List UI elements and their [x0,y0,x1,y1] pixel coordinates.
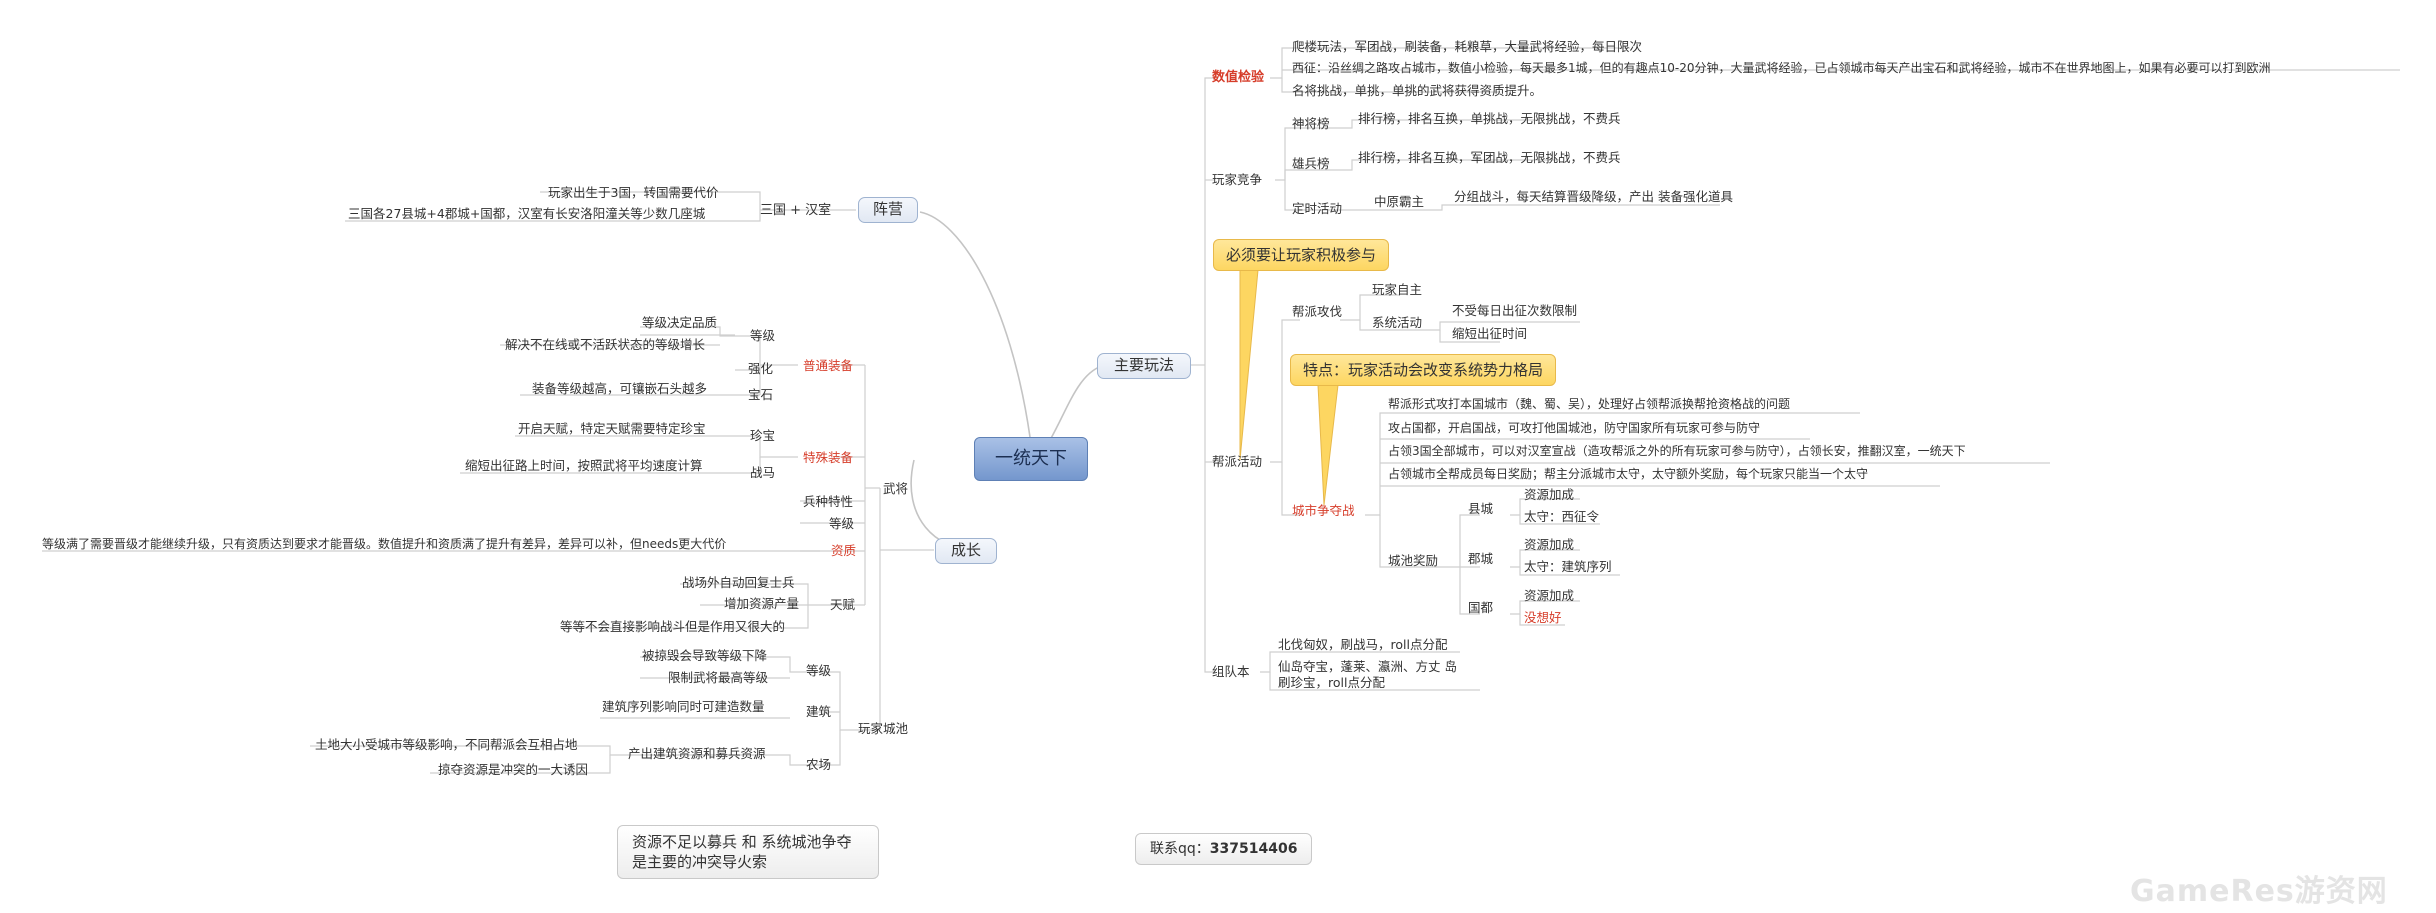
contact-qq: 337514406 [1209,841,1298,857]
team-a: 北伐匈奴，刷战马，roll点分配 [1278,637,1448,652]
watermark-logo: GameRes游资网 [2130,874,2388,909]
player-self[interactable]: 玩家自主 [1372,282,1423,297]
equip-level-b: 解决不在线或不活跃状态的等级增长 [505,337,706,352]
callout-engage: 必须要让玩家积极参与 [1213,239,1390,271]
special-horse[interactable]: 战马 [750,465,776,480]
aptitude-label[interactable]: 资质 [831,543,857,558]
city-reward[interactable]: 城池奖励 [1388,553,1439,568]
building-label[interactable]: 建筑 [806,704,832,719]
guild-war[interactable]: 帮派攻伐 [1292,304,1343,319]
player-city[interactable]: 玩家城池 [858,721,909,736]
talent-a: 战场外自动回复士兵 [682,575,795,590]
branch-camp[interactable]: 阵营 [858,197,918,223]
talent-label[interactable]: 天赋 [830,597,856,612]
contact-label: 联系qq： [1150,841,1210,857]
aptitude-a: 等级满了需要晋级才能继续升级，只有资质达到要求才能晋级。数值提升和资质满了提升有… [42,537,727,551]
root-topic[interactable]: 一统天下 [974,437,1088,481]
conflict-note: 资源不足以募兵 和 系统城池争夺 是主要的冲突导火索 [617,825,879,879]
special-equip-label[interactable]: 特殊装备 [803,450,854,465]
special-treasure-a: 开启天赋，特定天赋需要特定珍宝 [518,421,706,436]
equip-level[interactable]: 等级 [750,328,776,343]
equip-gem-a: 装备等级越高，可镶嵌石头越多 [532,381,708,396]
talent-c: 等等不会直接影响战斗但是作用又很大的 [560,619,786,634]
system-a: 不受每日出征次数限制 [1452,303,1578,318]
timed-activity[interactable]: 定时活动 [1292,201,1343,216]
city-war[interactable]: 城市争夺战 [1292,503,1355,518]
prefecture-gov: 太守：建筑序列 [1524,559,1612,574]
city-war-a: 帮派形式攻打本国城市（魏、蜀、吴），处理好占领帮派换帮抢资格战的问题 [1388,397,1791,411]
team-b: 仙岛夺宝，蓬莱、瀛洲、方丈 岛 [1278,659,1457,674]
farm-label[interactable]: 农场 [806,757,832,772]
capital-undecided: 没想好 [1524,610,1562,625]
branch-main-gameplay[interactable]: 主要玩法 [1097,353,1191,379]
system-activity[interactable]: 系统活动 [1372,315,1423,330]
city-war-d: 占领城市全帮成员每日奖励；帮主分派城市太守，太守额外奖励，每个玩家只能当一个太守 [1388,467,1869,481]
camp-line-1: 玩家出生于3国，转国需要代价 [548,185,719,200]
equip-level-a: 等级决定品质 [642,315,718,330]
callout-feature: 特点：玩家活动会改变系统势力格局 [1290,354,1557,386]
equip-strengthen[interactable]: 强化 [748,361,774,376]
team-dungeon[interactable]: 组队本 [1212,664,1250,679]
normal-equip-label[interactable]: 普通装备 [803,358,854,373]
city-war-c: 占领3国全部城市，可以对汉室宣战（造攻帮派之外的所有玩家可参与防守），占领长安，… [1388,444,1966,458]
troop-trait[interactable]: 兵种特性 [803,494,854,509]
prefecture-res: 资源加成 [1524,537,1575,552]
prefecture-city[interactable]: 郡城 [1468,551,1494,566]
special-horse-a: 缩短出征路上时间，按照武将平均速度计算 [465,458,703,473]
capital-city[interactable]: 国都 [1468,600,1494,615]
camp-line-2: 三国各27县城+4郡城+国都，汉室有长安洛阳潼关等少数几座城 [348,206,706,221]
farm-b: 土地大小受城市等级影响，不同帮派会互相占地 [315,737,578,752]
soldier-rank-a: 排行榜，排名互换，军团战，无限挑战，不费兵 [1358,150,1621,165]
city-level-b: 限制武将最高等级 [668,670,769,685]
special-treasure[interactable]: 珍宝 [750,428,776,443]
guild-activity[interactable]: 帮派活动 [1212,454,1263,469]
growth-general[interactable]: 武将 [883,481,909,496]
god-rank[interactable]: 神将榜 [1292,116,1330,131]
farm-a: 产出建筑资源和募兵资源 [628,746,766,761]
city-level-a: 被掠毁会导致等级下降 [642,648,768,663]
contact-note: 联系qq：337514406 [1135,833,1313,865]
county-city[interactable]: 县城 [1468,501,1494,516]
player-competition[interactable]: 玩家竞争 [1212,172,1263,187]
building-a: 建筑序列影响同时可建造数量 [602,699,765,714]
county-gov: 太守：西征令 [1524,509,1600,524]
god-rank-a: 排行榜，排名互换，单挑战，无限挑战，不费兵 [1358,111,1621,126]
county-res: 资源加成 [1524,487,1575,502]
branch-growth[interactable]: 成长 [935,538,997,564]
soldier-rank[interactable]: 雄兵榜 [1292,156,1330,171]
talent-b: 增加资源产量 [724,596,800,611]
central-overlord[interactable]: 中原霸主 [1374,194,1425,209]
team-c: 刷珍宝，roll点分配 [1278,675,1385,690]
capital-res: 资源加成 [1524,588,1575,603]
equip-gem[interactable]: 宝石 [748,387,774,402]
numeric-a: 爬楼玩法，军团战，刷装备，耗粮草，大量武将经验，每日限次 [1292,39,1643,54]
city-war-b: 攻占国都，开启国战，可攻打他国城池，防守国家所有玩家可参与防守 [1388,421,1761,435]
camp-subtopic[interactable]: 三国 + 汉室 [760,203,832,218]
numeric-c: 名将挑战，单挑，单挑的武将获得资质提升。 [1292,83,1543,98]
farm-c: 掠夺资源是冲突的一大诱因 [438,762,589,777]
central-overlord-a: 分组战斗，每天结算晋级降级，产出 装备强化道具 [1454,189,1733,204]
general-level[interactable]: 等级 [829,516,855,531]
numeric-check[interactable]: 数值检验 [1212,70,1265,85]
system-b: 缩短出征时间 [1452,326,1528,341]
numeric-b: 西征：沿丝绸之路攻占城市，数值小检验，每天最多1城，但的有趣点10-20分钟，大… [1292,61,2271,75]
city-level[interactable]: 等级 [806,663,832,678]
